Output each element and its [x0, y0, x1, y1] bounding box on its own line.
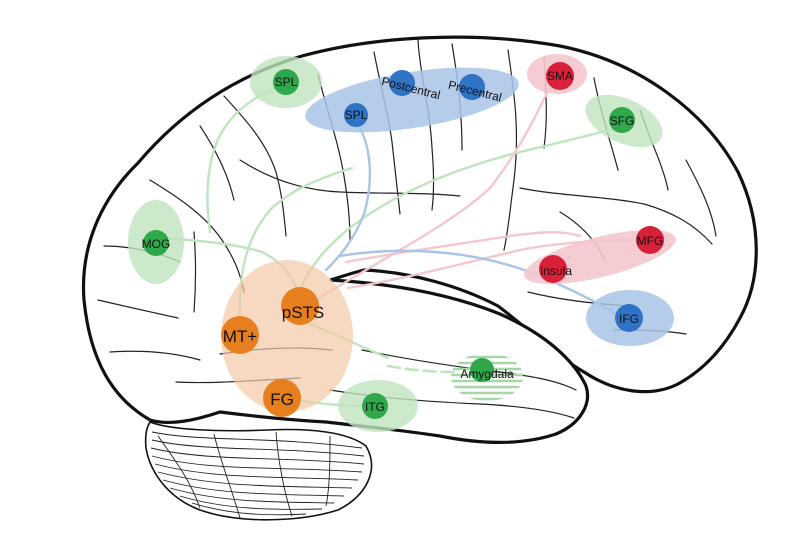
label-sma: SMA — [547, 69, 573, 83]
node-insula — [539, 255, 567, 283]
cerebellum — [144, 421, 373, 521]
node-spl-top — [273, 69, 299, 95]
label-spl-top: SPL — [275, 75, 298, 89]
label-amygdala: Amygdala — [460, 367, 514, 381]
node-fg — [263, 379, 301, 417]
node-ifg — [615, 304, 643, 332]
label-mfg: MFG — [637, 234, 664, 248]
node-psts — [281, 287, 319, 325]
label-sfg: SFG — [610, 114, 635, 128]
label-ifg: IFG — [619, 312, 639, 326]
node-precentral — [459, 74, 485, 100]
region-nodes — [143, 62, 664, 419]
label-fg: FG — [270, 390, 294, 409]
label-spl-blue: SPL — [345, 108, 368, 122]
label-mt: MT+ — [223, 327, 258, 346]
node-amygdala — [470, 358, 494, 382]
label-itg: ITG — [365, 400, 385, 414]
node-sma — [546, 62, 574, 90]
node-mfg — [636, 226, 664, 254]
node-mog — [143, 230, 169, 256]
label-psts: pSTS — [282, 303, 325, 322]
node-postcentral — [389, 70, 415, 96]
node-mt — [221, 316, 259, 354]
node-itg — [362, 393, 388, 419]
label-insula: Insula — [540, 264, 572, 278]
label-mog: MOG — [142, 237, 171, 251]
node-spl-blue — [344, 103, 368, 127]
node-sfg — [609, 107, 635, 133]
